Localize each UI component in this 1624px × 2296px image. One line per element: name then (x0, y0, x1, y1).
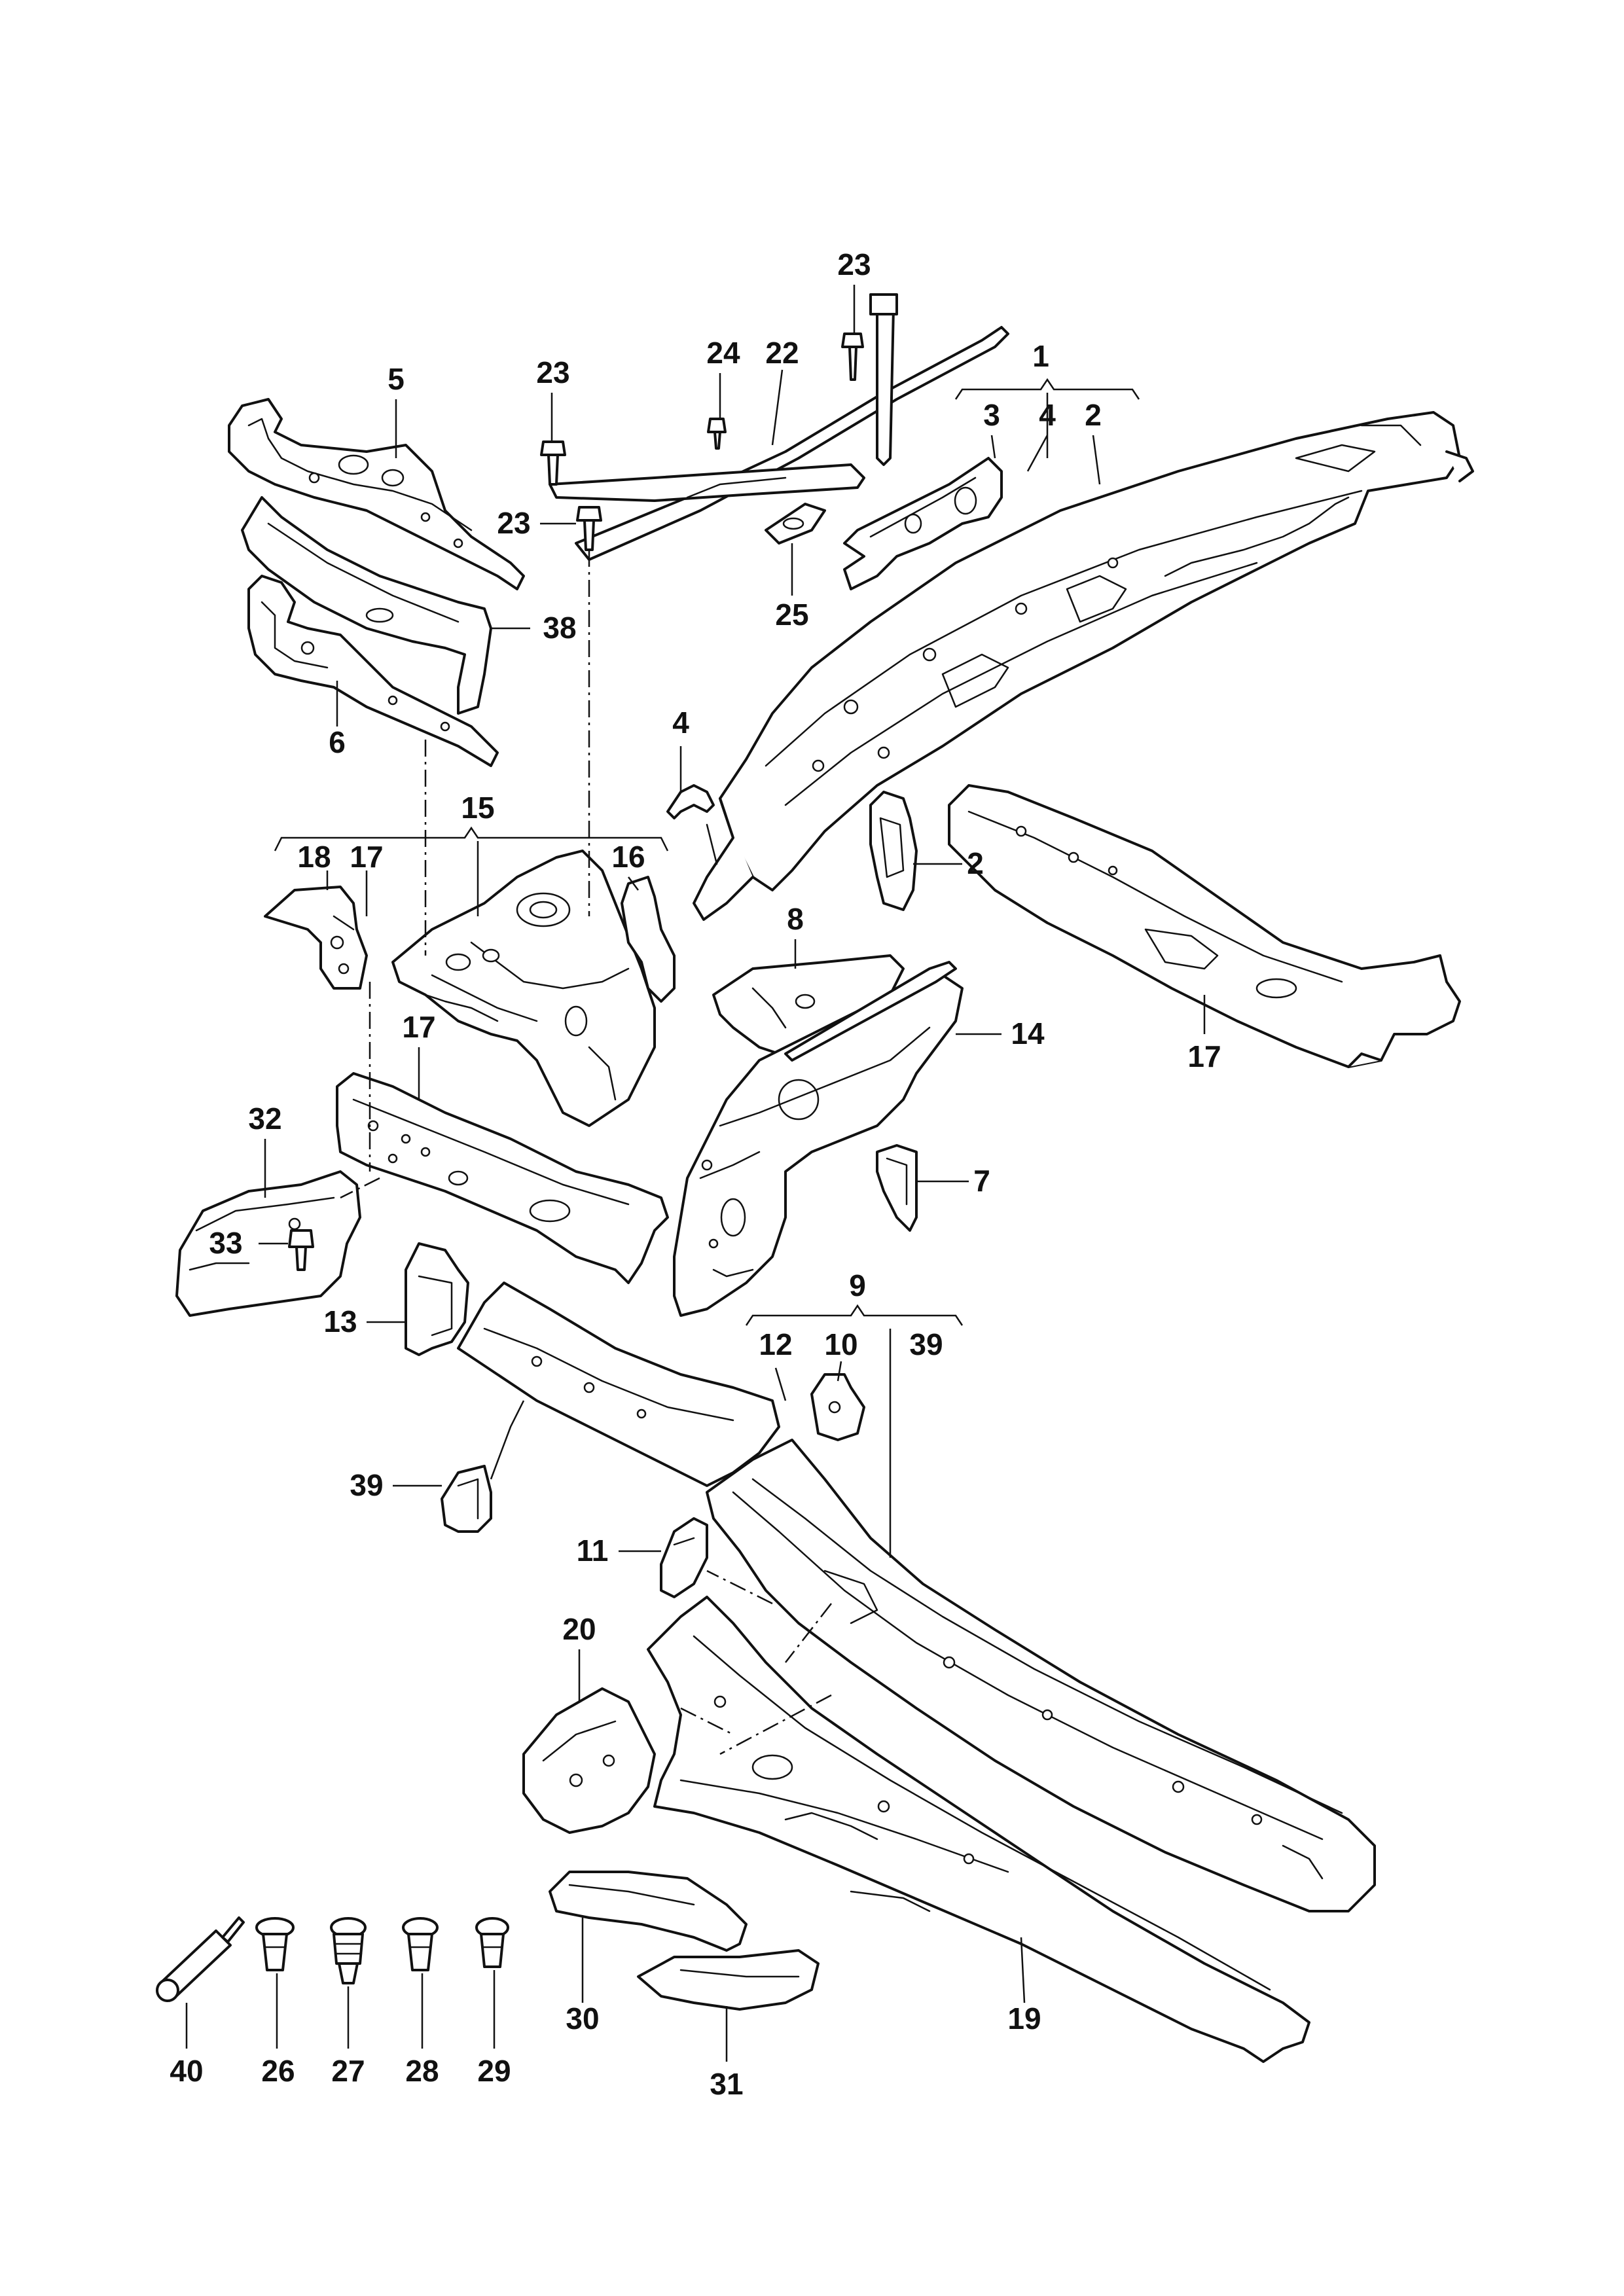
callout-38: 38 (543, 611, 576, 645)
callout-11: 11 (577, 1534, 609, 1568)
callout-17: 17 (350, 840, 383, 874)
callout-20: 20 (562, 1612, 596, 1646)
part-3-reinforcement[interactable] (843, 457, 1003, 590)
callout-23: 23 (837, 247, 871, 281)
part-2-bracket[interactable] (869, 791, 918, 911)
callout-24: 24 (706, 336, 740, 370)
callout-27: 27 (331, 2054, 365, 2088)
part-1-side-member[interactable] (693, 411, 1474, 921)
callout-10: 10 (824, 1327, 857, 1361)
callout-39: 39 (350, 1468, 383, 1502)
leader-lines (185, 285, 1206, 2062)
callout-2: 2 (1085, 398, 1102, 432)
callout-13: 13 (323, 1304, 357, 1338)
part-14-wheelhouse[interactable] (673, 961, 964, 1317)
callout-17: 17 (402, 1010, 435, 1044)
callout-14: 14 (1011, 1016, 1045, 1050)
bolt-33[interactable] (288, 1229, 314, 1271)
callout-30: 30 (566, 2001, 599, 2036)
callout-15: 15 (461, 791, 494, 825)
callout-23: 23 (497, 506, 530, 540)
part-16-bracket[interactable] (621, 876, 676, 1003)
part-27-clip[interactable] (330, 1917, 367, 1984)
part-9-sill[interactable] (706, 1439, 1376, 1912)
callout-18: 18 (297, 840, 331, 874)
part-6-bracket[interactable] (247, 575, 499, 767)
part-25-plate[interactable] (765, 503, 826, 545)
part-5-upper-rail[interactable] (228, 398, 525, 590)
callout-5: 5 (388, 362, 405, 396)
part-12-floor-rail[interactable] (457, 1282, 780, 1487)
callout-numbers: 1 2 2 3 4 4 5 6 7 8 9 10 11 12 13 14 15 … (170, 247, 1221, 2101)
part-15-strut-tower[interactable] (391, 850, 656, 1127)
callout-12: 12 (759, 1327, 792, 1361)
part-17-frame-rail-right[interactable] (948, 784, 1461, 1068)
callout-4: 4 (1039, 398, 1056, 432)
part-31-bracket[interactable] (637, 1949, 820, 2011)
callout-22: 22 (765, 336, 799, 370)
bolt-23-top-right[interactable] (841, 332, 864, 381)
part-40-pin[interactable] (156, 1916, 245, 2002)
assembly-lines (340, 550, 832, 1755)
callout-31: 31 (710, 2067, 743, 2101)
callout-39: 39 (909, 1327, 943, 1361)
part-38-rail-extension[interactable] (241, 496, 492, 715)
part-30-bracket[interactable] (549, 1871, 748, 1952)
callout-32: 32 (248, 1102, 281, 1136)
callout-1: 1 (1032, 339, 1049, 373)
bolt-24[interactable] (707, 418, 727, 450)
part-26-clip[interactable] (255, 1917, 295, 1971)
callout-4: 4 (672, 706, 689, 740)
callout-3: 3 (983, 398, 1000, 432)
callout-7: 7 (973, 1164, 990, 1198)
part-29-clip[interactable] (475, 1917, 509, 1968)
callout-2: 2 (967, 846, 984, 880)
bolt-23-middle[interactable] (576, 506, 602, 551)
part-8-panel[interactable] (712, 954, 905, 1055)
callout-40: 40 (170, 2054, 203, 2088)
part-10-clip[interactable] (810, 1373, 865, 1441)
part-22-strut-brace[interactable] (549, 293, 1009, 561)
part-18-bracket[interactable] (264, 886, 368, 990)
callout-25: 25 (775, 598, 808, 632)
part-11-plate[interactable] (660, 1517, 708, 1598)
part-39-bracket-left[interactable] (441, 1465, 492, 1533)
part-17-frame-rail-left[interactable] (336, 1072, 669, 1284)
callout-17: 17 (1187, 1039, 1221, 1073)
bolt-23-left[interactable] (540, 440, 566, 486)
callout-23: 23 (536, 355, 569, 389)
part-19-floor[interactable] (647, 1596, 1310, 2063)
callout-19: 19 (1007, 2001, 1041, 2036)
callout-28: 28 (405, 2054, 439, 2088)
callout-16: 16 (611, 840, 645, 874)
part-7-gusset[interactable] (876, 1144, 918, 1232)
part-13-bracket[interactable] (405, 1242, 469, 1356)
callout-6: 6 (329, 725, 346, 759)
callout-33: 33 (209, 1226, 242, 1260)
callout-26: 26 (261, 2054, 295, 2088)
callout-29: 29 (477, 2054, 511, 2088)
callout-9: 9 (849, 1268, 866, 1302)
part-4-clip[interactable] (666, 784, 715, 819)
part-28-clip[interactable] (402, 1917, 439, 1971)
callout-8: 8 (787, 902, 804, 936)
part-20-bracket[interactable] (522, 1687, 656, 1834)
